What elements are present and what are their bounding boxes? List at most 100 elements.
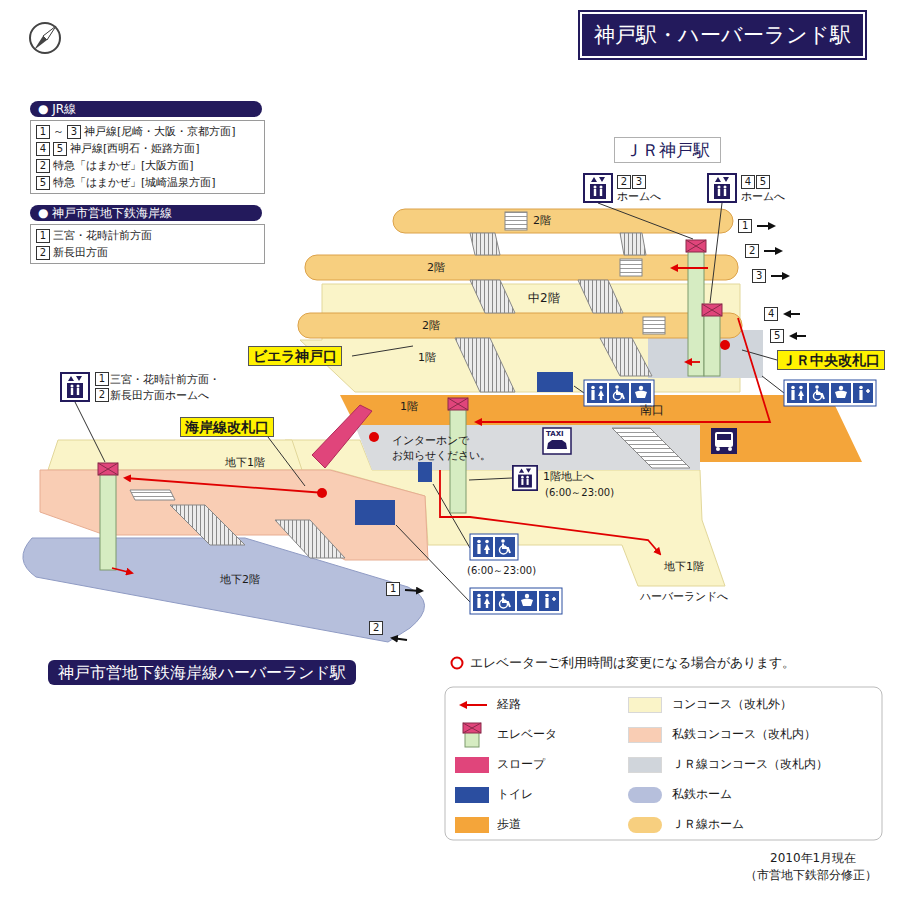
number-box: 2: [617, 175, 631, 189]
elevator-shafts-part: [686, 240, 706, 252]
slope: [312, 405, 372, 468]
node-text: ビエラ神戸口: [253, 348, 337, 364]
track-number: 1: [386, 582, 400, 596]
station-name: ＪＲ神戸駅: [614, 137, 721, 163]
track-arrows-part: [791, 335, 806, 337]
elevator-shafts-part: [702, 304, 722, 316]
compass-part: [34, 26, 56, 50]
node-text: 海岸線改札口: [185, 419, 269, 435]
legend-swatch: [455, 817, 489, 833]
note-marker: [452, 658, 463, 669]
toilet-rooms-part: [418, 462, 432, 482]
line-number: 4: [36, 142, 50, 156]
elevator-time-markers-part: [720, 340, 730, 350]
elevator-shafts-part: [702, 304, 722, 316]
map-label: 1階地上へ: [543, 470, 594, 483]
note-marker-part: [452, 658, 463, 669]
info-icons-part: [517, 591, 537, 611]
platform-shapes-part: [393, 209, 733, 233]
legend-frame-part: [445, 687, 882, 840]
stairs-escalators-part: [170, 505, 245, 545]
map-label: (6:00～23:00): [467, 564, 536, 577]
legend-text: 私鉄ホーム: [672, 787, 732, 802]
info-icons-part: [716, 447, 720, 451]
title-box: 神戸駅・ハーバーランド駅: [580, 12, 865, 58]
list-row: 1三宮・花時計前方面: [36, 227, 259, 244]
legend-route-sample: [455, 692, 491, 718]
info-icons-part: [584, 380, 654, 406]
info-icons-part: [495, 537, 515, 557]
exit-callout: ビエラ神戸口: [248, 346, 342, 366]
node-text: 地下2階: [220, 573, 260, 586]
info-icons-part: [809, 383, 829, 403]
elevator-time-markers-part: [317, 488, 327, 498]
leader-lines-part: [433, 484, 470, 548]
info-icons-part: [470, 534, 518, 560]
legend-shaft-top: [463, 723, 481, 733]
legend-text: 経路: [497, 697, 521, 712]
slope-part: [312, 405, 372, 468]
line-number: 3: [67, 125, 81, 139]
stairs-escalators-part: [470, 280, 515, 313]
info-icons-part: [495, 591, 515, 611]
map-label: 2010年1月現在: [770, 852, 856, 865]
list-row: 45神戸線[西明石・姫路方面]: [36, 140, 259, 157]
platform-shapes-part: [298, 313, 742, 338]
map-label: ハーバーランドへ: [640, 590, 728, 603]
title-text: 神戸駅・ハーバーランド駅: [594, 23, 851, 47]
elevator-time-markers-part: [369, 432, 379, 442]
info-icons-part: [784, 380, 876, 406]
node-text: 5: [774, 330, 780, 341]
info-icons-part: [853, 383, 873, 403]
info-icons-part: [584, 174, 612, 202]
number-box: 1: [95, 372, 109, 386]
map-label: 三宮・花時計前方面・: [110, 373, 220, 386]
map-label: 1階: [400, 400, 418, 413]
toilet-rooms-part: [355, 500, 395, 525]
platform-band: 2階: [305, 255, 738, 280]
info-icons-part: [787, 383, 807, 403]
node-text: 2階: [422, 319, 440, 332]
stairs-escalators-part: [600, 338, 652, 376]
info-icons-part: [717, 434, 731, 440]
stairs-escalators-part: [455, 338, 515, 392]
platform-shapes-part: [23, 538, 425, 642]
number-box: 2: [95, 388, 109, 402]
stairs-escalators-part: [620, 259, 642, 276]
concourse-area-part: [355, 425, 700, 470]
route-lines-part: [724, 324, 726, 326]
map-label: 南口: [640, 404, 664, 417]
elevator-shafts-part: [448, 398, 468, 410]
exit-callout: ＪＲ中央改札口: [777, 350, 885, 370]
node-text: 2階: [427, 261, 445, 274]
stairs-escalators-part: [470, 233, 500, 255]
leader-lines-part: [598, 203, 693, 239]
leader-lines-part: [352, 346, 413, 356]
route-lines-part: [686, 361, 700, 363]
node-text: ＪＲ神戸駅: [625, 140, 710, 160]
info-icons-part: [513, 466, 537, 490]
node-text: 2: [749, 245, 755, 256]
track-arrows-part: [785, 313, 800, 315]
stairs-escalators-part: [620, 233, 646, 255]
node-text: ＪＲ中央改札口: [782, 352, 880, 368]
map-label: エレベーターご利用時間は変更になる場合があります。: [470, 656, 795, 669]
node-text: 2階: [533, 214, 551, 227]
info-icons-part: [708, 174, 736, 202]
elevator-shafts: [98, 240, 722, 570]
line-number: 5: [36, 176, 50, 190]
line-header: ● 神戸市営地下鉄海岸線: [30, 205, 262, 221]
elevator-shafts-part: [448, 398, 468, 410]
number-box: 3: [632, 175, 646, 189]
legend-text: コンコース（改札外）: [672, 697, 792, 712]
platform-band: 2階: [298, 313, 742, 338]
info-icons-part: [539, 591, 559, 611]
info-icons-part: [543, 428, 571, 454]
stairs-escalators-part: [130, 490, 175, 500]
line-number: 2: [36, 159, 50, 173]
elevator-shafts-part: [100, 470, 116, 570]
info-icons-part: [728, 447, 732, 451]
legend-text: スロープ: [497, 757, 545, 772]
legend-elevator-sample: [455, 722, 491, 748]
info-icons-part: [547, 440, 567, 449]
